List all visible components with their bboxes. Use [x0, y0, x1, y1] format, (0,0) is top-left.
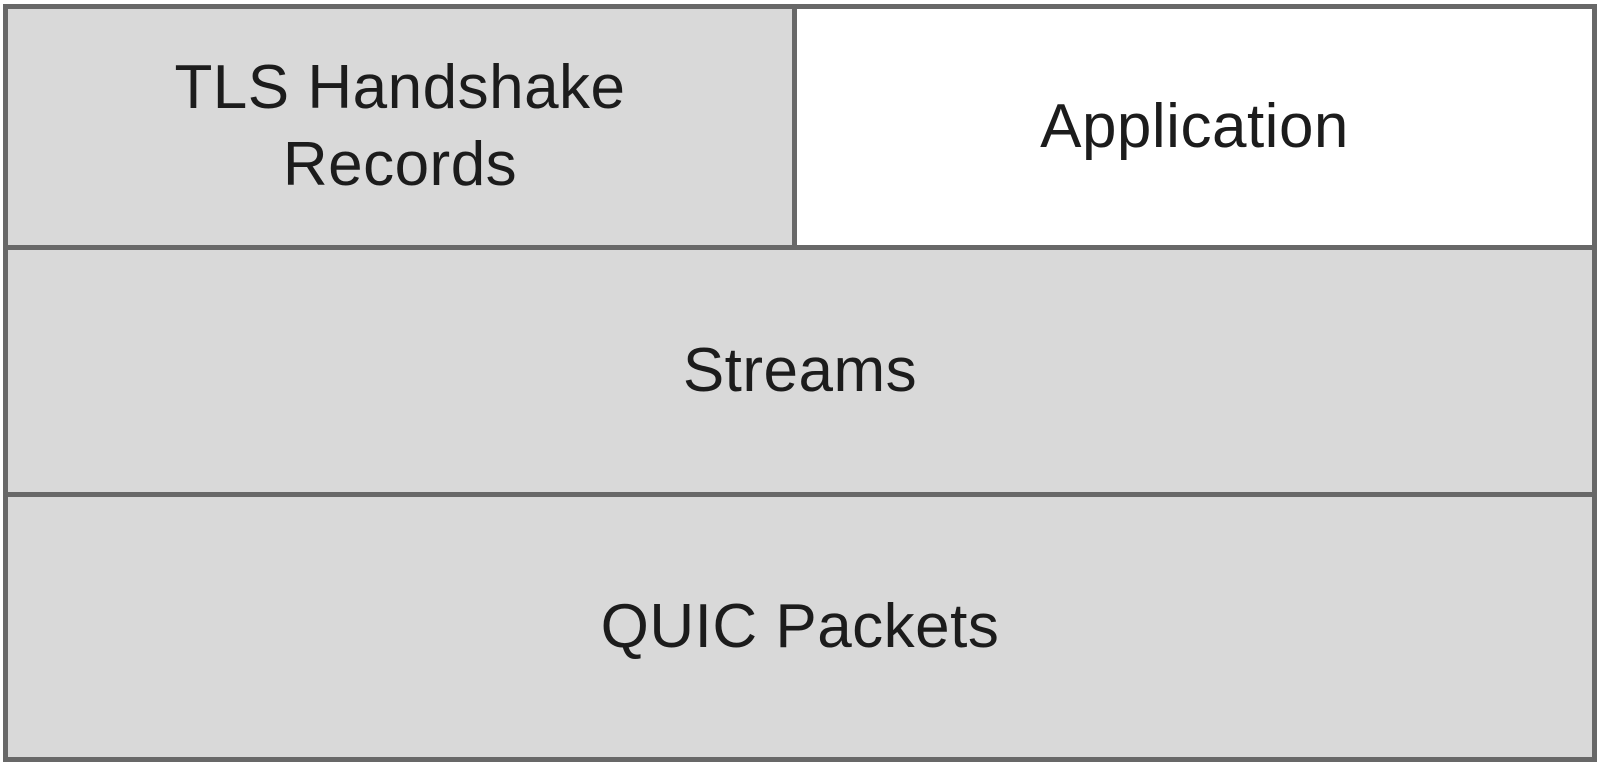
- layer-quic-packets: QUIC Packets: [8, 497, 1592, 757]
- tls-handshake-records-label: TLS Handshake Records: [174, 53, 626, 199]
- layer-streams: Streams: [8, 250, 1592, 497]
- layer-tls-handshake-records: TLS Handshake Records: [8, 9, 797, 245]
- streams-label: Streams: [682, 335, 918, 405]
- quic-layer-stack-diagram: TLS Handshake Records Application Stream…: [3, 4, 1597, 762]
- layer-application: Application: [797, 9, 1592, 245]
- top-row: TLS Handshake Records Application: [8, 9, 1592, 250]
- application-label: Application: [1040, 91, 1349, 161]
- quic-packets-label: QUIC Packets: [600, 591, 1000, 661]
